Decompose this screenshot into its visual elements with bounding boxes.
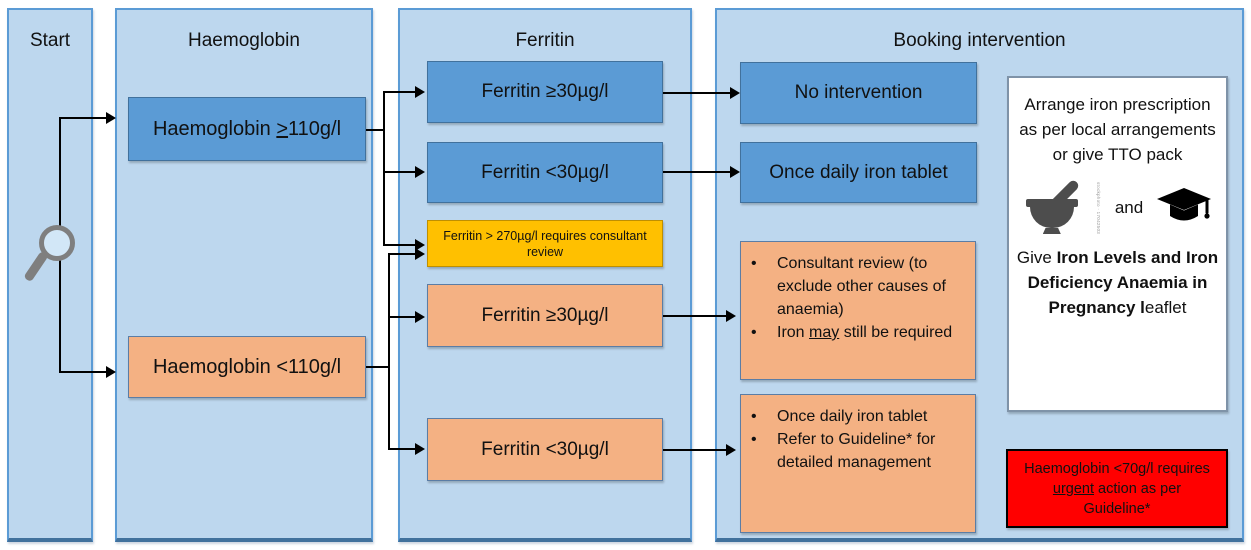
leaflet-pre: Give xyxy=(1016,248,1057,267)
arrowhead-start-to-hb-low xyxy=(106,366,116,378)
iron-tablet-bullet-2: • Refer to Guideline* for detailed manag… xyxy=(751,428,967,474)
node-haemoglobin-high: Haemoglobin >110g/l xyxy=(128,97,366,161)
connector-hb-low-trunk xyxy=(388,253,390,449)
consultant-review-bullet-2: • Iron may still be required xyxy=(751,321,967,344)
node-no-intervention: No intervention xyxy=(740,62,977,124)
connector-to-no-intervention xyxy=(663,92,731,94)
arrowhead-consultant-note-lower xyxy=(415,248,425,260)
node-iron-tablet-guideline: • Once daily iron tablet • Refer to Guid… xyxy=(740,394,976,533)
mortar-pestle-icon xyxy=(1024,178,1082,236)
urgent-post: action as per Guideline* xyxy=(1083,480,1182,517)
connector-hb-high-stub xyxy=(366,129,384,131)
hb-high-text-post: 110g/l xyxy=(288,117,342,140)
arrowhead-ferritin-high-orange xyxy=(415,311,425,323)
iron-tablet-bullet-2-text: Refer to Guideline* for detailed managem… xyxy=(777,431,936,471)
iron-may-post: still be required xyxy=(839,324,953,341)
haemoglobin-column-title: Haemoglobin xyxy=(188,30,300,51)
ferritin-high-orange-text: Ferritin ≥30µg/l xyxy=(481,304,609,326)
arrowhead-ferritin-low-orange xyxy=(415,443,425,455)
node-ferritin-low-blue: Ferritin <30µg/l xyxy=(427,142,663,203)
node-urgent-action: Haemoglobin <70g/l requires urgent actio… xyxy=(1006,449,1228,528)
node-consultant-review: • Consultant review (to exclude other ca… xyxy=(740,241,976,380)
hb-high-ge-symbol: > xyxy=(276,117,289,140)
node-ferritin-consultant-note: Ferritin > 270µg/l requires consultant r… xyxy=(427,220,663,267)
start-column-panel: Start xyxy=(7,8,93,542)
hb-high-text-pre: Haemoglobin xyxy=(152,117,277,140)
iron-may-pre: Iron xyxy=(777,324,810,341)
prescription-text: Arrange iron prescription as per local a… xyxy=(1019,95,1216,164)
connector-to-consultant-review xyxy=(663,315,727,317)
connector-to-ferritin-high-orange xyxy=(388,316,416,318)
start-column-title: Start xyxy=(29,30,71,51)
prescription-icon-row: stockphoto · 17042503 and xyxy=(1009,177,1226,239)
magnifier-icon xyxy=(39,225,75,261)
connector-hb-high-trunk xyxy=(383,91,385,246)
connector-to-once-daily-blue xyxy=(663,171,731,173)
arrowhead-consultant-note-upper xyxy=(415,239,425,251)
no-intervention-text: No intervention xyxy=(794,82,923,103)
node-ferritin-high-orange: Ferritin ≥30µg/l xyxy=(427,284,663,347)
connector-start-to-hb-high xyxy=(59,117,106,119)
ferritin-low-blue-text: Ferritin <30µg/l xyxy=(481,161,609,183)
connector-to-ferritin-high-blue xyxy=(383,91,416,93)
bullet-marker: • xyxy=(751,324,757,341)
consultant-review-bullet-2-text: Iron may still be required xyxy=(777,321,952,344)
ferritin-consultant-note-text: Ferritin > 270µg/l requires consultant r… xyxy=(443,228,647,259)
connector-to-consultant-note-upper xyxy=(383,244,416,246)
arrowhead-no-intervention xyxy=(730,87,740,99)
and-label: and xyxy=(1114,198,1144,217)
leaflet-post: eaflet xyxy=(1144,298,1187,317)
node-ferritin-low-orange: Ferritin <30µg/l xyxy=(427,418,663,481)
arrowhead-once-daily-blue xyxy=(730,166,740,178)
connector-to-iron-tablet-box xyxy=(663,449,727,451)
hb-low-text: Haemoglobin <110g/l xyxy=(152,355,342,378)
node-haemoglobin-low: Haemoglobin <110g/l xyxy=(128,336,366,398)
ferritin-low-orange-text: Ferritin <30µg/l xyxy=(481,438,609,460)
iron-tablet-bullet-1: • Once daily iron tablet xyxy=(751,405,967,428)
leaflet-text: Give Iron Levels and Iron Deficiency Ana… xyxy=(1009,239,1226,320)
once-daily-blue-text: Once daily iron tablet xyxy=(769,161,948,183)
mortar-foot-shape xyxy=(1042,228,1061,234)
connector-hb-low-stub xyxy=(366,366,390,368)
node-iron-prescription: Arrange iron prescription as per local a… xyxy=(1007,76,1228,412)
consultant-review-bullet-1: • Consultant review (to exclude other ca… xyxy=(751,252,967,321)
ferritin-column-title: Ferritin xyxy=(515,30,575,51)
connector-to-consultant-note-lower xyxy=(388,253,416,255)
iron-may-underlined: may xyxy=(809,324,840,341)
arrowhead-iron-tablet-box xyxy=(726,444,736,456)
arrowhead-start-to-hb-high xyxy=(106,112,116,124)
connector-to-ferritin-low-blue xyxy=(383,171,416,173)
bullet-marker: • xyxy=(751,408,757,425)
consultant-review-bullet-1-text: Consultant review (to exclude other caus… xyxy=(777,255,946,318)
arrowhead-ferritin-high-blue xyxy=(415,86,425,98)
node-ferritin-high-blue: Ferritin ≥30µg/l xyxy=(427,61,663,123)
connector-to-ferritin-low-orange xyxy=(388,448,416,450)
mortar-bowl-shape xyxy=(1029,207,1074,228)
graduation-cap-icon xyxy=(1157,188,1212,221)
urgent-action-text: Haemoglobin <70g/l requires urgent actio… xyxy=(1018,459,1216,519)
bullet-marker: • xyxy=(751,431,757,448)
node-once-daily-blue: Once daily iron tablet xyxy=(740,142,977,203)
urgent-underlined: urgent xyxy=(1052,480,1095,497)
booking-column-title: Booking intervention xyxy=(893,30,1066,51)
connector-start-to-hb-low xyxy=(59,371,106,373)
ferritin-high-blue-text: Ferritin ≥30µg/l xyxy=(481,81,609,102)
haemoglobin-column-panel: Haemoglobin xyxy=(115,8,373,542)
mortar-rim-shape xyxy=(1025,199,1078,207)
leaflet-title-bold: Iron Levels and Iron Deficiency Anaemia … xyxy=(1027,248,1219,317)
arrowhead-ferritin-low-blue xyxy=(415,166,425,178)
bullet-marker: • xyxy=(751,255,757,272)
urgent-pre: Haemoglobin <70g/l requires xyxy=(1024,460,1210,477)
arrowhead-consultant-review xyxy=(726,310,736,322)
iron-tablet-bullet-1-text: Once daily iron tablet xyxy=(777,408,928,425)
stock-watermark: stockphoto · 17042503 xyxy=(1095,181,1101,235)
